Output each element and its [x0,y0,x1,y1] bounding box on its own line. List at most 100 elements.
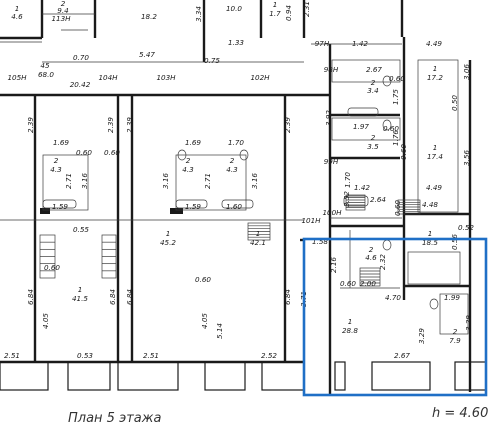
plan-label: 68.0 [38,70,54,79]
plan-label: 0.50 [450,95,459,111]
plan-label: 0.94 [284,5,293,21]
plan-label: 41.5 [72,294,88,303]
wall-block [170,208,183,214]
wall-block [40,208,50,214]
window-pier [204,361,246,391]
plan-label: 1.7 [269,9,281,18]
plan-label: 2.39 [26,117,35,133]
plan-label: 4.05 [41,313,50,329]
plan-label: 4.05 [200,313,209,329]
window-pier [371,361,431,391]
plan-label: 4.3 [50,165,62,174]
plan-label: 4.6 [365,253,377,262]
plan-label: 97H [315,39,330,48]
plan-label: 2.16 [329,257,338,273]
plan-label: 1.59 [185,202,201,211]
plan-label: 3.34 [194,6,203,22]
window-pier [261,361,305,391]
plan-label: 2.39 [283,117,292,133]
plan-label: 1.75 [391,89,400,105]
walls [0,0,487,395]
plan-label: 98H [324,65,339,74]
plan-label: 2.32 [378,254,387,270]
plan-label: 2.31 [302,1,311,17]
window-pier [0,361,49,391]
plan-label: 5.47 [139,50,155,59]
plan-label: 45.2 [160,238,176,247]
plan-label: 0.53 [77,351,93,360]
bathtub [221,199,254,209]
plan-label: 2.67 [394,351,410,360]
plan-label: 4.6 [11,12,23,21]
plan-label: 99H [324,157,339,166]
plan-label: 45 [40,61,50,70]
window-pier [67,361,111,391]
plan-label: 1.69 [185,138,201,147]
plan-label: 2 [369,245,374,254]
plan-label: 2 [230,156,235,165]
plan-label: 1.99 [444,293,460,302]
plan-label: 1.70 [343,172,352,188]
plan-label: 104H [98,73,118,82]
plan-label: 100H [322,208,342,217]
plan-label: 4.48 [422,200,438,209]
plan-label: 1.69 [53,138,69,147]
plan-label: 0.60 [340,279,356,288]
plan-label: 1 [428,229,433,238]
plan-label: 2.67 [366,65,382,74]
plan-label: 102H [250,73,270,82]
plan-label: 20.42 [70,80,91,89]
plan-label: 3.29 [464,315,473,331]
plan-label: 10.0 [226,4,242,13]
bathtub [175,199,208,209]
plan-label: 4.49 [426,183,442,192]
plan-label: 2 [61,0,66,8]
plan-label: 1 [15,4,20,13]
plan-label: 3.16 [80,173,89,189]
plan-label: 17.2 [427,73,443,82]
toilet [382,239,392,251]
bathtub [42,199,77,209]
toilet [239,149,249,161]
plan-label: 3.92 [324,110,333,126]
plan-label: 3.16 [250,173,259,189]
plan-label: 2.71 [64,173,73,189]
toilet [429,298,439,310]
plan-label: 18.2 [141,12,157,21]
plan-label: 7.9 [449,336,461,345]
plan-label: 1.58 [312,237,328,246]
plan-label: 1.33 [228,38,244,47]
plan-label: 6.84 [26,289,35,305]
plan-label: 0.60 [393,200,402,216]
plan-label: 3.16 [161,173,170,189]
plan-label: 0.60 [104,148,120,157]
plan-label: 1.97 [353,122,369,131]
plan-label: 1.59 [52,202,68,211]
plan-label: 1 [348,317,353,326]
toilet [177,149,187,161]
plan-label: 5.14 [215,323,224,339]
plan-label: 4.3 [226,165,238,174]
selected-unit-outline[interactable] [302,237,488,397]
plan-label: 2.51 [4,351,20,360]
plan-label: 1 [273,0,278,9]
plan-label: 0.60 [44,263,60,272]
plan-label: 1 [256,229,261,238]
plan-label: 6.84 [283,289,292,305]
plan-label: 4.70 [385,293,401,302]
plan-label: 101H [301,216,321,225]
plan-label: 1 [166,229,171,238]
plan-label: 0.60 [399,144,408,160]
plan-label: 0.70 [73,53,89,62]
plan-label: 6.84 [125,289,134,305]
plan-label: 1 [78,285,83,294]
toilet [382,75,392,87]
plan-label: 2.64 [370,195,386,204]
plan-label: 3.06 [462,64,471,80]
height-note: h = 4.60 [432,406,488,421]
bathtub [343,195,369,207]
plan-label: 2.39 [106,117,115,133]
plan-label: 0.60 [195,275,211,284]
